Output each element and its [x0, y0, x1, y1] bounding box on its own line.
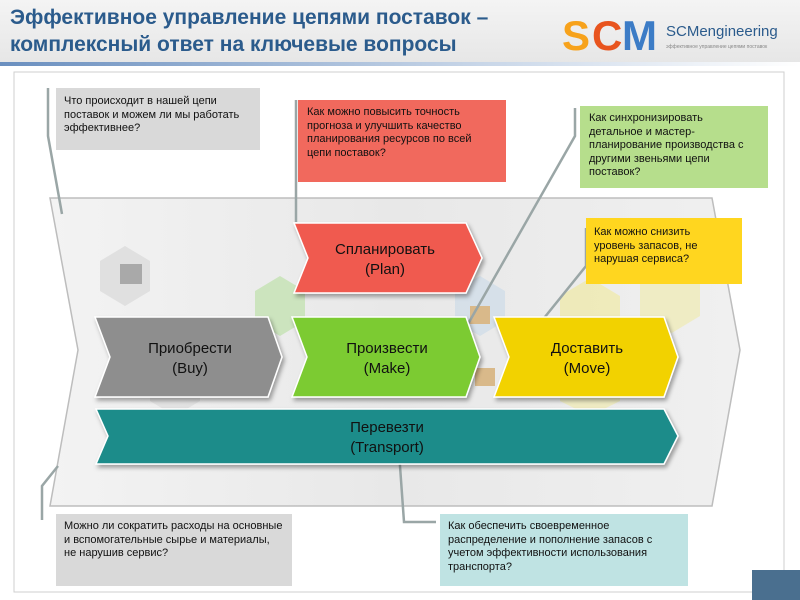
title-line-2: комплексный ответ на ключевые вопросы [10, 33, 457, 56]
transport-stage: Перевезти (Transport) [302, 418, 472, 458]
question-box-3: Как синхронизировать детальное и мастер-… [580, 106, 768, 188]
move-label-en: (Move) [563, 360, 611, 377]
header-divider [0, 62, 800, 66]
plan-chevron [292, 222, 483, 294]
buy-stage: Приобрести (Buy) [105, 339, 275, 379]
make-label: Произвести [346, 340, 428, 357]
supply-chain-diagram: Спланировать (Plan) Приобрести (Buy) Про… [0, 66, 800, 600]
move-label: Доставить [550, 340, 624, 357]
plan-label: Спланировать [335, 241, 435, 258]
make-chevron [290, 316, 481, 398]
transport-label-en: (Transport) [350, 439, 424, 456]
logo-letter-c: C [592, 12, 623, 59]
question-box-2: Как можно повысить точность прогноза и у… [298, 100, 506, 182]
page-title: Эффективное управление цепями поставок –… [10, 4, 530, 58]
make-stage: Произвести (Make) [302, 339, 472, 379]
logo-wordmark: SCMengineering [666, 23, 778, 40]
corner-decoration [752, 570, 800, 600]
make-label-en: (Make) [363, 360, 411, 377]
question-box-1: Что происходит в нашей цепи поставок и м… [56, 88, 260, 150]
buy-label-en: (Buy) [172, 360, 208, 377]
question-box-6: Как обеспечить своевременное распределен… [440, 514, 688, 586]
question-text: Что происходит в нашей цепи поставок и м… [64, 95, 240, 134]
transport-label: Перевезти [350, 419, 424, 436]
move-chevron [492, 316, 679, 398]
company-logo: S C M SCMengineering эффективное управле… [562, 12, 792, 60]
box-icon [120, 264, 142, 284]
connector-q1 [46, 88, 64, 215]
move-stage: Доставить (Move) [502, 339, 672, 379]
connector-q6 [396, 437, 436, 524]
header-bar [0, 0, 800, 64]
question-text: Как обеспечить своевременное распределен… [448, 520, 653, 573]
box-icon [475, 368, 495, 386]
question-box-4: Как можно снизить уровень запасов, не на… [586, 218, 742, 284]
title-line-1: Эффективное управление цепями поставок – [10, 6, 489, 29]
buy-label: Приобрести [148, 340, 232, 357]
question-text: Как можно повысить точность прогноза и у… [307, 106, 472, 159]
connector-q3 [466, 108, 577, 325]
question-box-5: Можно ли сократить расходы на основные и… [56, 514, 292, 586]
question-text: Как синхронизировать детальное и мастер-… [589, 112, 744, 178]
logo-letter-m: M [622, 12, 657, 59]
transport-chevron [94, 408, 679, 465]
plan-label-en: (Plan) [364, 261, 405, 278]
logo-tagline: эффективное управление цепями поставок [666, 44, 768, 50]
buy-chevron [93, 316, 283, 398]
connector-q5 [40, 465, 59, 520]
logo-letter-s: S [562, 12, 591, 59]
question-text: Можно ли сократить расходы на основные и… [64, 520, 283, 559]
plan-stage: Спланировать (Plan) [300, 240, 470, 280]
question-text: Как можно снизить уровень запасов, не на… [594, 226, 698, 265]
